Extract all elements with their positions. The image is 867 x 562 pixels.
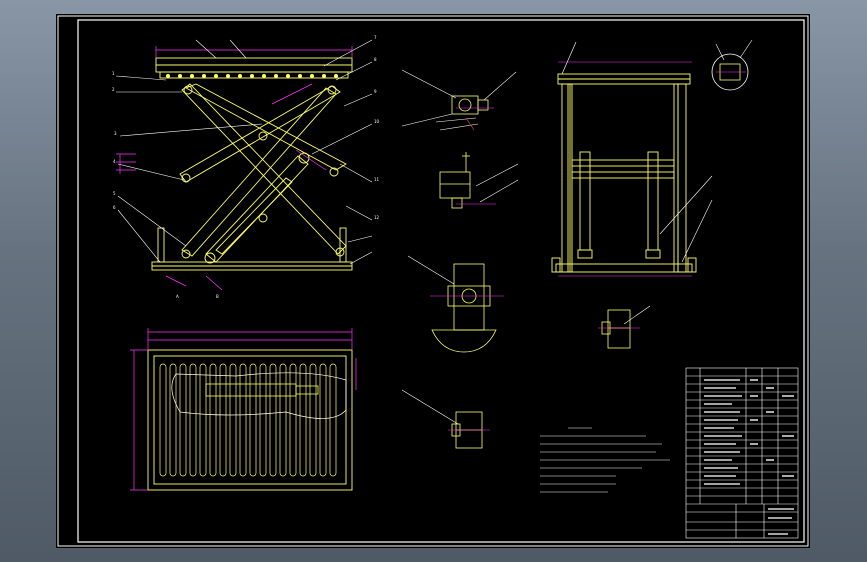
scissor-lift-top-view — [130, 328, 357, 491]
svg-text:5: 5 — [113, 191, 116, 196]
svg-text:8: 8 — [374, 57, 377, 62]
outer-border — [57, 15, 809, 547]
roller-detail — [401, 389, 490, 449]
svg-text:A: A — [176, 294, 179, 299]
svg-text:2: 2 — [112, 87, 115, 92]
platform-rollers — [166, 74, 338, 78]
pin-joint-detail-b — [439, 152, 519, 209]
base-frame — [151, 227, 353, 271]
bom-text-marks — [704, 379, 794, 535]
svg-text:4: 4 — [113, 159, 116, 164]
svg-text:7: 7 — [374, 35, 377, 40]
base-anchor-labels: A B — [176, 294, 219, 299]
svg-text:3: 3 — [114, 131, 117, 136]
technical-notes — [540, 427, 670, 493]
top-platform — [155, 57, 353, 79]
pivot-pins — [181, 85, 345, 259]
cylinder-clevis-detail — [407, 255, 504, 353]
svg-text:10: 10 — [374, 119, 380, 124]
svg-text:12: 12 — [374, 215, 380, 220]
top-view-rollers — [159, 363, 337, 477]
bearing-detail — [598, 305, 651, 349]
svg-text:6: 6 — [113, 205, 116, 210]
svg-text:11: 11 — [374, 177, 380, 182]
scissor-arms — [179, 83, 347, 257]
scissor-lift-side-view — [551, 41, 713, 277]
title-block — [685, 367, 799, 539]
svg-text:B: B — [216, 294, 219, 299]
svg-text:1: 1 — [112, 71, 115, 76]
svg-text:9: 9 — [374, 89, 377, 94]
inner-border — [77, 19, 805, 543]
top-view-outline — [147, 349, 353, 491]
top-view-dimensions — [130, 328, 357, 491]
pin-joint-detail-a — [401, 69, 517, 131]
circle-detail — [711, 39, 753, 91]
top-view-cylinder — [205, 383, 319, 397]
front-leaders — [115, 39, 373, 265]
hydraulic-cylinder — [204, 152, 310, 264]
top-view-cylinder-outline — [171, 372, 347, 419]
front-dimensions — [116, 46, 353, 291]
